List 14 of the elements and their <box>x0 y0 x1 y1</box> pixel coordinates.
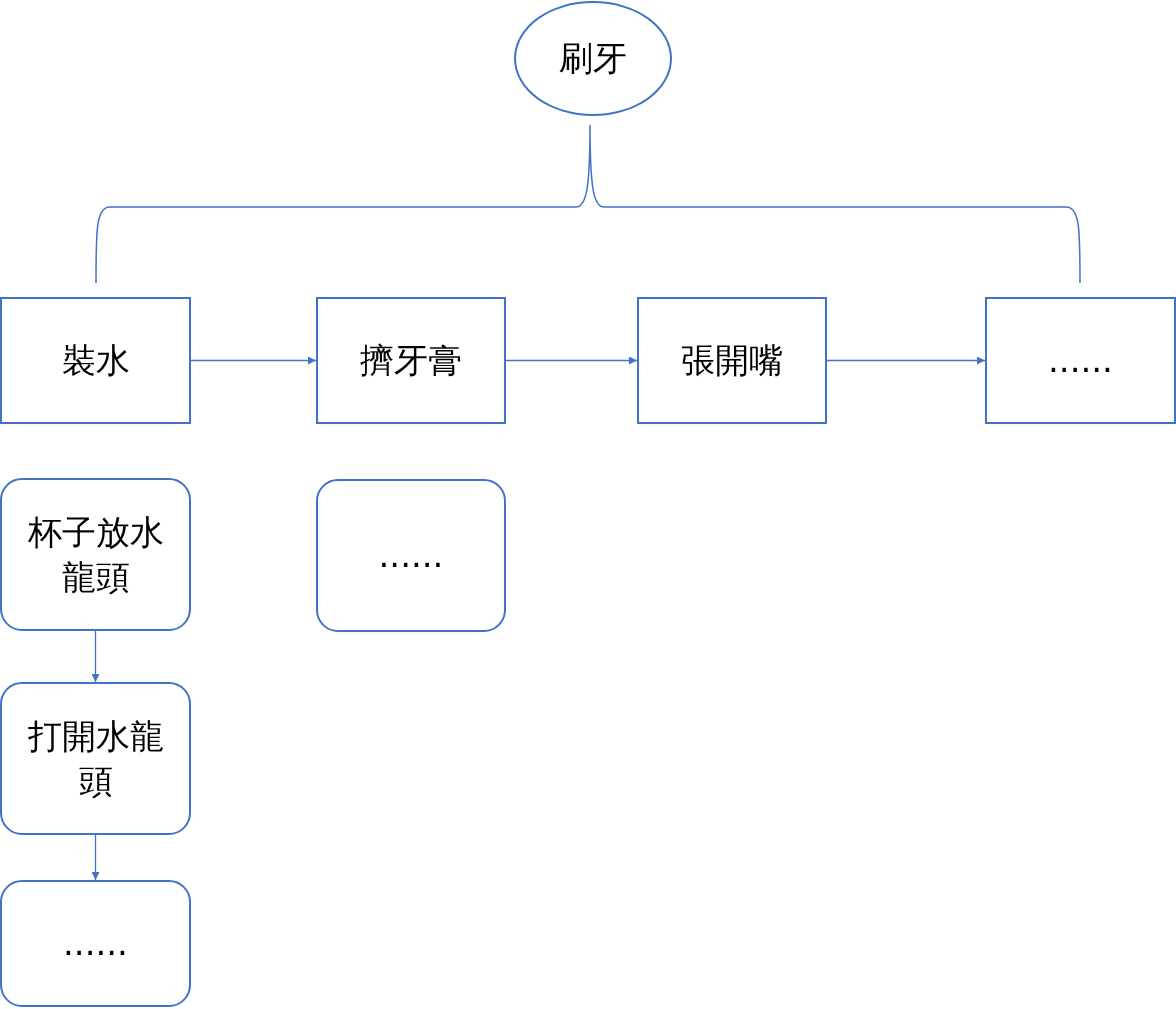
rounded-box: ...... <box>0 880 191 1007</box>
process-box: ...... <box>985 297 1176 424</box>
rounded-box: 打開水龍頭 <box>0 682 191 835</box>
process-box: 擠牙膏 <box>316 297 506 424</box>
rounded-box: ...... <box>316 479 506 632</box>
arrow <box>91 834 100 881</box>
arrow <box>826 356 986 365</box>
ellipse-node: 刷牙 <box>514 1 672 116</box>
process-box: 裝水 <box>0 297 191 424</box>
process-box: 張開嘴 <box>637 297 827 424</box>
rounded-box: 杯子放水龍頭 <box>0 478 191 631</box>
arrow <box>190 356 317 365</box>
arrow <box>91 630 100 683</box>
arrow <box>505 356 638 365</box>
